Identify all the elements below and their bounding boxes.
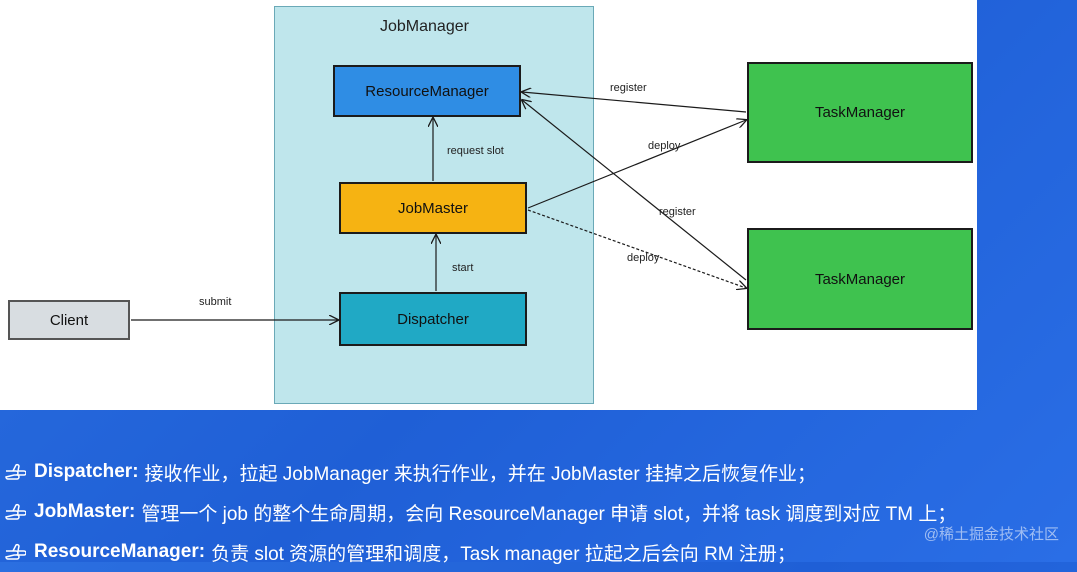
label-deploy-top: deploy (648, 140, 681, 152)
watermark: @稀土掘金技术社区 (923, 526, 1059, 543)
edge-deploy-tm2 (527, 209, 746, 288)
label-start: start (452, 262, 474, 274)
description-term: Dispatcher: (34, 461, 139, 482)
hand-pointing-icon (5, 463, 26, 480)
description-term: JobMaster: (34, 501, 136, 522)
node-dispatcher: Dispatcher (339, 292, 527, 346)
description-list: Dispatcher: 接收作业，拉起 JobManager 来执行作业，并在 … (4, 452, 1074, 572)
description-text: 负责 slot 资源的管理和调度，Task manager 拉起之后会向 RM … (211, 543, 796, 565)
description-text: 管理一个 job 的整个生命周期，会向 ResourceManager 申请 s… (141, 503, 957, 525)
edge-register-tm1 (522, 92, 747, 113)
label-register-top: register (610, 82, 647, 94)
label-submit: submit (199, 296, 232, 308)
hand-pointing-icon (5, 503, 26, 520)
edge-register-tm2 (522, 100, 747, 281)
diagram-canvas: JobManager ResourceManager JobMaster Dis… (8, 0, 977, 410)
description-jobmaster: JobMaster: 管理一个 job 的整个生命周期，会向 ResourceM… (4, 492, 1074, 532)
label-deploy-bottom: deploy (627, 252, 660, 264)
description-term: ResourceManager: (34, 541, 206, 562)
label-register-bottom: register (659, 206, 696, 218)
hand-pointing-icon (5, 543, 26, 560)
node-job-master: JobMaster (339, 182, 527, 234)
node-task-manager-1: TaskManager (747, 62, 973, 163)
edge-deploy-tm1 (527, 120, 746, 209)
diagram-edges (131, 0, 977, 410)
jobmanager-title: JobManager (380, 18, 469, 35)
description-dispatcher: Dispatcher: 接收作业，拉起 JobManager 来执行作业，并在 … (4, 452, 1074, 492)
label-request-slot: request slot (447, 145, 504, 157)
description-text: 接收作业，拉起 JobManager 来执行作业，并在 JobMaster 挂掉… (144, 463, 816, 485)
node-task-manager-2: TaskManager (747, 228, 973, 330)
node-client: Client (8, 300, 130, 340)
node-resource-manager: ResourceManager (333, 65, 521, 117)
description-resourcemanager: ResourceManager: 负责 slot 资源的管理和调度，Task m… (4, 532, 1074, 572)
